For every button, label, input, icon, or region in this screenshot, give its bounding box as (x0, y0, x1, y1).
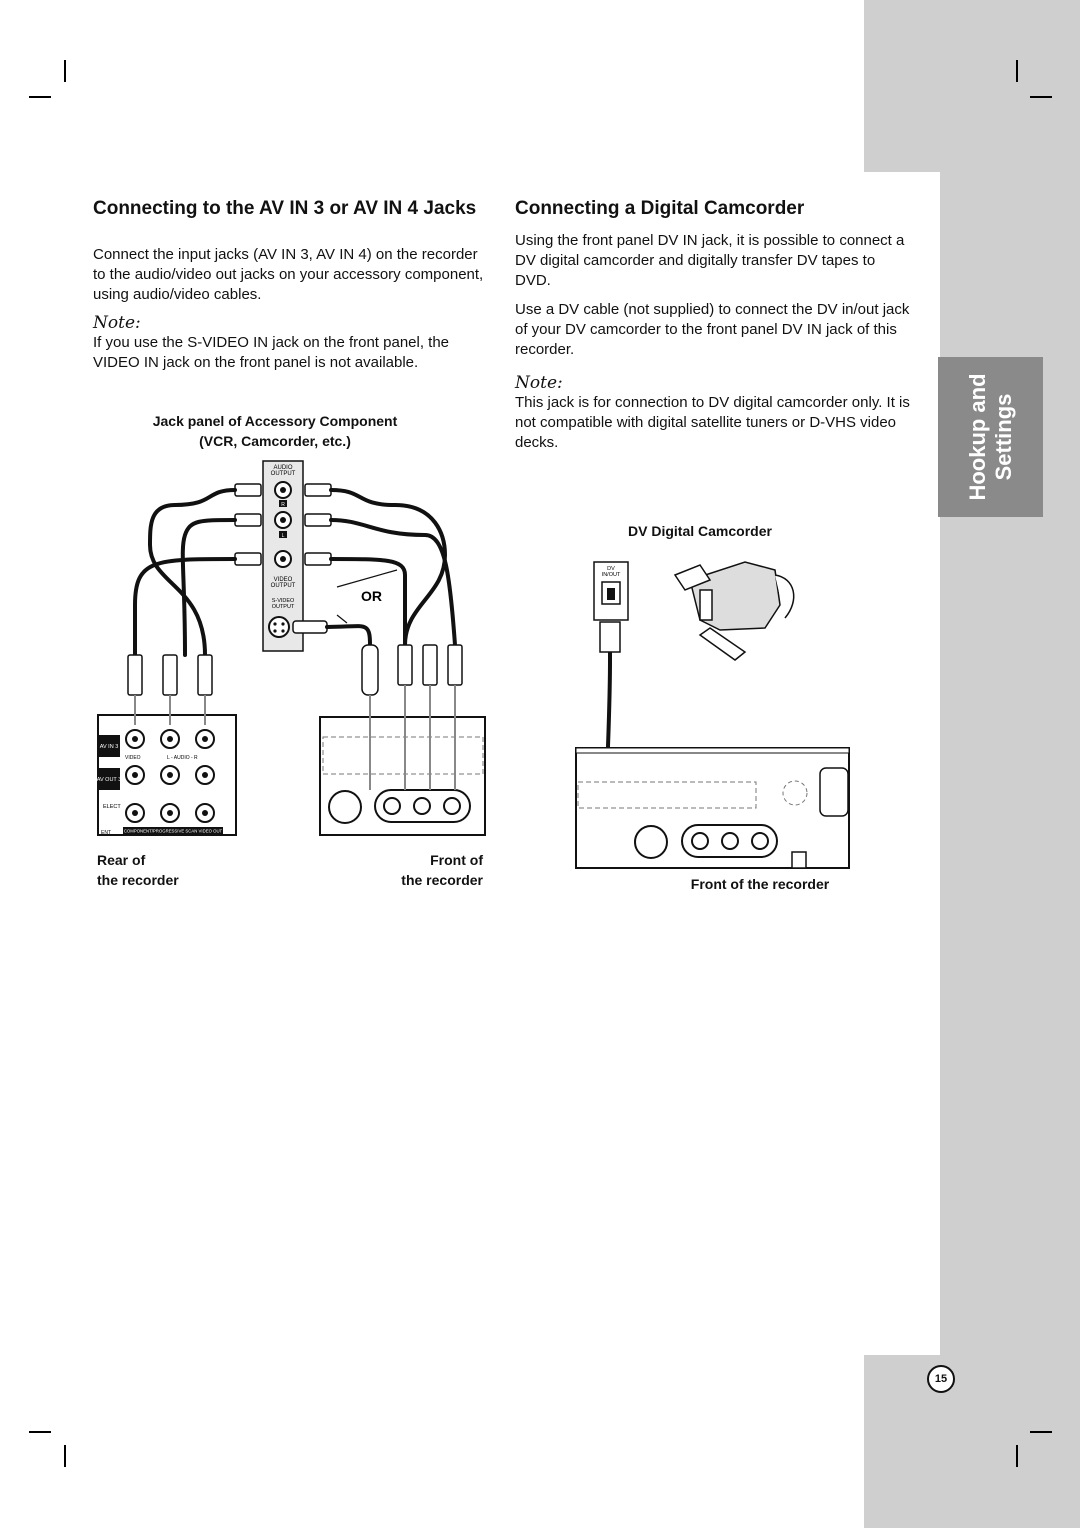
dv-note-label: Note: (515, 373, 563, 393)
rear-label-av-in-3: AV IN 3 (100, 744, 119, 750)
jack-label-r: R (281, 502, 285, 508)
jack-label-l: L (282, 533, 285, 539)
dv-connection-diagram: DV IN/OUT (575, 561, 850, 869)
side-band-bottom (864, 1355, 1080, 1528)
figure-title-line1: Jack panel of Accessory Component (152, 413, 398, 429)
crop-mark (64, 60, 66, 82)
dv-front-caption: Front of the recorder (690, 876, 830, 892)
front-caption-line1: Front of (430, 852, 483, 868)
section-tab: Hookup and Settings (938, 357, 1043, 517)
svideo-output-label-1: S-VIDEO (272, 598, 295, 604)
audio-output-label-1: AUDIO (273, 465, 292, 471)
or-label: OR (361, 588, 382, 604)
crop-mark (29, 1431, 51, 1433)
rear-label-ent: ENT (101, 830, 111, 836)
svideo-jack (268, 616, 290, 638)
dv-para1: Using the front panel DV IN jack, it is … (515, 232, 905, 289)
video-output-label-2: OUTPUT (271, 583, 296, 589)
section-heading-dv: Connecting a Digital Camcorder (515, 198, 805, 219)
camcorder (673, 561, 795, 661)
figure-title-line2: (VCR, Camcorder, etc.) (199, 433, 351, 449)
jack-badge-r (279, 500, 287, 507)
dv-para2: Use a DV cable (not supplied) to connect… (515, 301, 910, 358)
dv-label-2: IN/OUT (602, 572, 621, 578)
audio-output-label-2: OUTPUT (271, 471, 296, 477)
dv-figure-title: DV Digital Camcorder (628, 523, 772, 539)
crop-mark (1016, 60, 1018, 82)
video-output-label-1: VIDEO (274, 577, 293, 583)
jack-badge-l (279, 531, 287, 538)
crop-mark (1016, 1445, 1018, 1467)
section-tab-line2: Settings (990, 393, 1016, 481)
rear-caption-line1: Rear of (97, 852, 146, 868)
crop-mark (1030, 96, 1052, 98)
section-tab-line1: Hookup and (964, 373, 990, 501)
av-in-connection-diagram: AUDIO OUTPUT R L VIDEO OUTPUT S-VIDEO OU… (97, 460, 486, 836)
rear-label-audio: L - AUDIO - R (167, 755, 198, 761)
section-heading-av-in: Connecting to the AV IN 3 or AV IN 4 Jac… (93, 198, 477, 219)
av-in-intro: Connect the input jacks (AV IN 3, AV IN … (93, 246, 484, 303)
note-label: Note: (93, 313, 141, 333)
note-text: If you use the S-VIDEO IN jack on the fr… (93, 334, 450, 371)
crop-mark (1030, 1431, 1052, 1433)
front-caption-line2: the recorder (401, 872, 483, 888)
rear-label-component: COMPONENT/PROGRESSIVE SCAN VIDEO OUT (124, 829, 223, 834)
dv-label-1: DV (607, 566, 615, 572)
svideo-output-label-2: OUTPUT (272, 604, 295, 610)
crop-mark (29, 96, 51, 98)
rear-label-av-out-3: AV OUT 3 (97, 777, 122, 783)
dv-note-text: This jack is for connection to DV digita… (515, 394, 910, 451)
page-number: 15 (927, 1365, 955, 1393)
rear-label-video: VIDEO (125, 755, 141, 761)
rear-label-select: ELECT (103, 804, 121, 810)
side-band (940, 0, 1080, 1528)
crop-mark (64, 1445, 66, 1467)
rear-caption-line2: the recorder (97, 872, 179, 888)
